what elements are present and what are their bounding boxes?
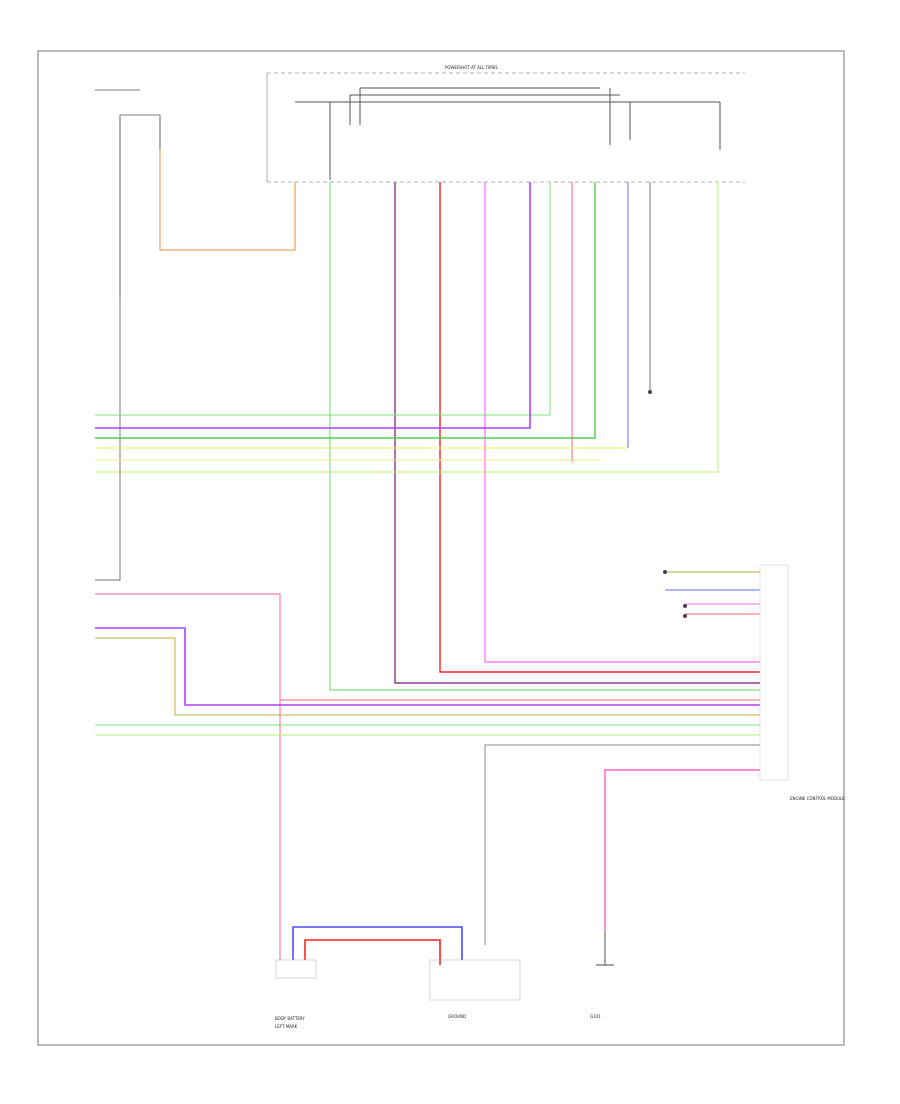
- wire-magenta-ecm: [95, 627, 760, 706]
- top-box-title: POWER/HOT AT ALL TIMES: [445, 65, 498, 70]
- wire-blue-loop: [292, 926, 463, 960]
- bottom-left-label-2: LEFT MARK: [275, 1024, 298, 1029]
- wire-olive-ecm: [95, 637, 760, 716]
- bottom-left-component: BODY BATTERY LEFT MARK: [275, 820, 317, 1029]
- wire-pink-lower: [95, 593, 281, 820]
- wire-purple-395: [394, 182, 760, 684]
- top-component-box: POWER/HOT AT ALL TIMES: [266, 65, 745, 183]
- wire-lime-row: [95, 182, 719, 473]
- bottom-middle-label: GROUND: [448, 1014, 466, 1019]
- bottom-middle-component: GROUND: [429, 959, 521, 1019]
- wire-red-loop: [304, 939, 441, 965]
- wire-red-440: [439, 182, 760, 673]
- wire-magenta-ground: [604, 769, 760, 930]
- wire-violet-row2: [95, 182, 531, 429]
- bottom-left-label-1: BODY BATTERY: [275, 1016, 305, 1021]
- wire-green-row1: [95, 182, 551, 416]
- wire-green-330: [329, 182, 760, 691]
- wire-orange: [159, 150, 296, 251]
- wire-gray-left: [95, 300, 121, 581]
- wire-pink-485: [484, 182, 760, 663]
- diagram-frame: [37, 50, 845, 1046]
- ground-label: G101: [590, 1014, 601, 1019]
- ecm-connector: ENGINE CONTROL MODULE: [759, 564, 845, 801]
- component-right-label: ENGINE CONTROL MODULE: [790, 796, 845, 801]
- wire-green-row3: [95, 182, 596, 439]
- wire-gray-ecm: [484, 744, 760, 945]
- top-left-source: [95, 89, 161, 300]
